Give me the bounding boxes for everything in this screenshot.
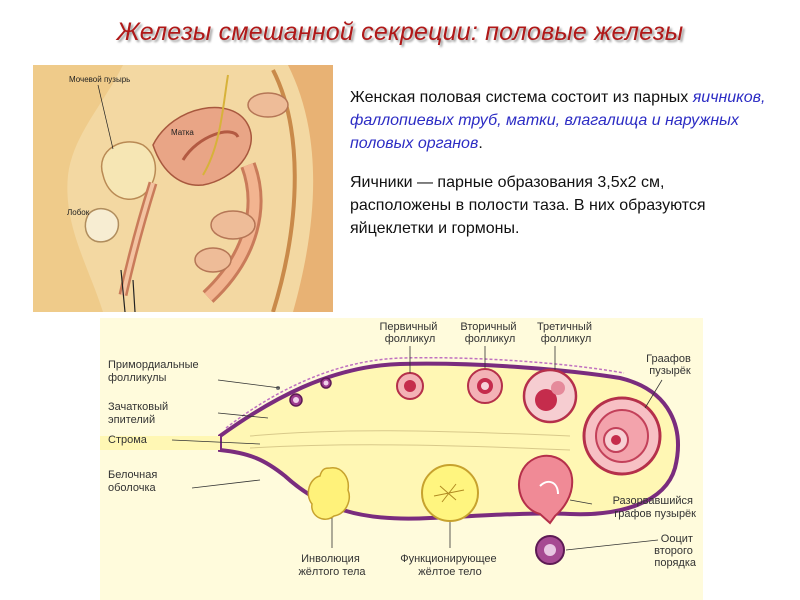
label-pubis: Лобок (67, 208, 90, 217)
label-ruptured-follicle: Разорвавшийся графов пузырёк (613, 495, 697, 520)
label-tunica: Белочная оболочка (108, 469, 160, 494)
paragraph-composition: Женская половая система состоит из парны… (350, 89, 766, 152)
ovary-cycle-diagram: Примордиальные фолликулы Зачатковый эпит… (100, 318, 703, 600)
label-epithelium: Зачатковый эпителий (108, 401, 171, 426)
uterus-shape (152, 106, 252, 186)
label-secondary-follicle: Вторичный фолликул (460, 321, 519, 345)
highlight-organs: яичников, фаллопиевых труб, матки, влага… (350, 89, 766, 152)
pelvic-anatomy-illustration: Мочевой пузырь Матка Лобок (33, 65, 333, 312)
label-oocyte: Ооцит второго порядка (654, 533, 697, 569)
ruptured-follicle (518, 454, 574, 525)
bladder-shape (100, 141, 157, 200)
label-graafian-follicle: Граафов пузырёк (646, 353, 694, 377)
paragraph-ovaries: Яичники — парные образования 3,5х2 см, р… (350, 174, 706, 237)
label-stroma: Строма (108, 434, 148, 446)
label-primordial: Примордиальные фолликулы (108, 359, 202, 384)
label-functioning: Функционирующее жёлтое тело (400, 553, 500, 578)
label-uterus: Матка (171, 128, 194, 137)
label-bladder: Мочевой пузырь (69, 75, 130, 84)
label-primary-follicle: Первичный фолликул (379, 321, 440, 345)
label-involution: Инволюция жёлтого тела (298, 553, 366, 578)
label-tertiary-follicle: Третичный фолликул (537, 321, 595, 345)
pubis-bone (84, 208, 120, 243)
involution-corpus-luteum (307, 467, 350, 520)
description-text: Женская половая система состоит из парны… (350, 86, 770, 256)
page-title: Железы смешанной секреции: половые желез… (116, 18, 684, 46)
